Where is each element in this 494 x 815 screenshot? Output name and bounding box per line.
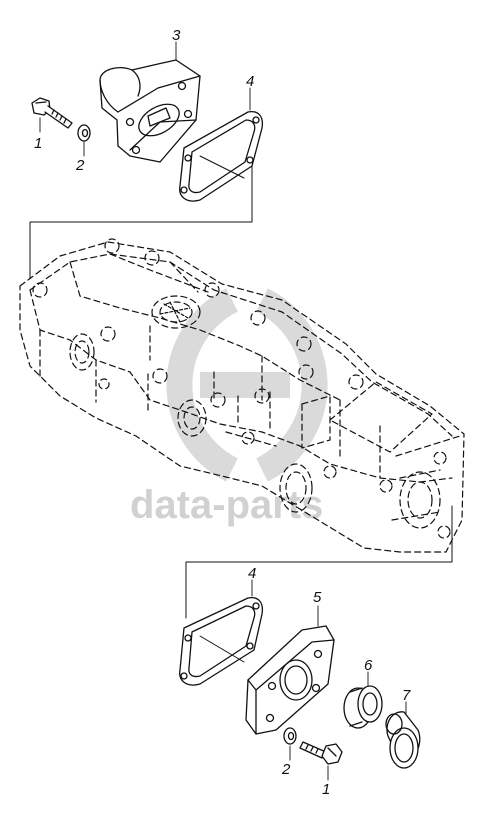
callout-gasket-top: 4 [246,73,254,90]
flange-top [99,41,201,163]
gasket-bottom [179,579,264,686]
callout-washer-bottom: 2 [281,761,291,778]
callout-gasket-bottom: 4 [248,565,256,582]
sleeve [385,701,421,769]
gearbox-housing [19,238,465,553]
callout-bolt-bottom: 1 [322,781,330,798]
seal-ring [343,671,383,729]
callout-bolt-top: 1 [34,135,42,152]
callout-flange-top: 3 [172,27,181,44]
washer-top [77,124,91,157]
washer-bottom [283,727,297,761]
callout-cover-plate: 5 [313,589,322,606]
callout-seal-ring: 6 [364,657,373,674]
watermark: data-parts [130,288,328,527]
watermark-text: data-parts [130,483,323,527]
leader-line-top [29,165,253,279]
cover-plate [245,605,335,735]
callout-labels: 1 2 3 4 4 5 6 7 2 1 [34,27,411,798]
callout-washer-top: 2 [75,157,85,174]
callout-sleeve: 7 [402,687,411,704]
watermark-logo [166,288,328,482]
leader-line-bottom [185,505,453,619]
bolt-top [31,97,73,133]
bolt-bottom [299,741,343,781]
